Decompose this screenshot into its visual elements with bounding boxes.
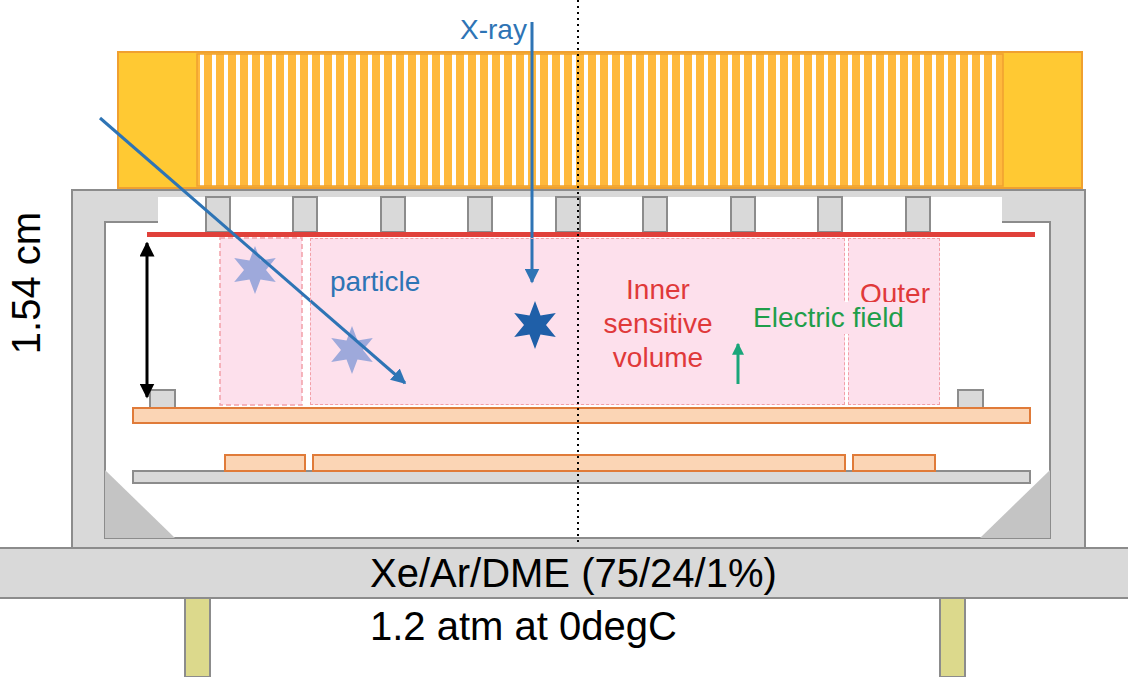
post	[958, 390, 983, 408]
leg	[940, 596, 965, 677]
housing-peg	[381, 197, 405, 232]
housing	[72, 190, 1085, 548]
housing-peg	[906, 197, 930, 232]
gap-dimension	[146, 243, 149, 397]
housing-peg	[556, 197, 580, 232]
housing-peg	[293, 197, 317, 232]
housing-peg	[818, 197, 842, 232]
interaction-stars	[234, 246, 556, 374]
xray-arrow	[531, 22, 534, 282]
field-arrow	[737, 344, 740, 384]
readout-pad	[853, 455, 935, 471]
readout-pad	[225, 455, 305, 471]
housing-pegs	[206, 197, 930, 232]
outer-region	[220, 238, 302, 405]
leg	[185, 596, 210, 677]
dimension-label: 1.54 cm	[3, 212, 49, 354]
housing-peg	[468, 197, 492, 232]
gas-label: Xe/Ar/DME (75/24/1%)	[370, 550, 777, 596]
readout-board	[133, 471, 1030, 483]
region-label: Inner sensitive volume	[583, 273, 733, 375]
interaction-star	[514, 301, 556, 349]
readout-comb	[118, 52, 1082, 188]
drift-cathode	[147, 232, 1035, 237]
pressure-label: 1.2 atm at 0degC	[370, 603, 677, 649]
base-plate	[0, 548, 1128, 598]
center-line	[577, 0, 579, 546]
particle-label: particle	[330, 266, 420, 298]
housing-peg	[643, 197, 667, 232]
comb-strips	[197, 54, 1003, 186]
post	[150, 390, 175, 408]
field-label: Electric field	[750, 302, 907, 334]
housing-peg	[731, 197, 755, 232]
xray-label: X-ray	[460, 14, 527, 46]
multiplier-foil	[133, 408, 1030, 423]
